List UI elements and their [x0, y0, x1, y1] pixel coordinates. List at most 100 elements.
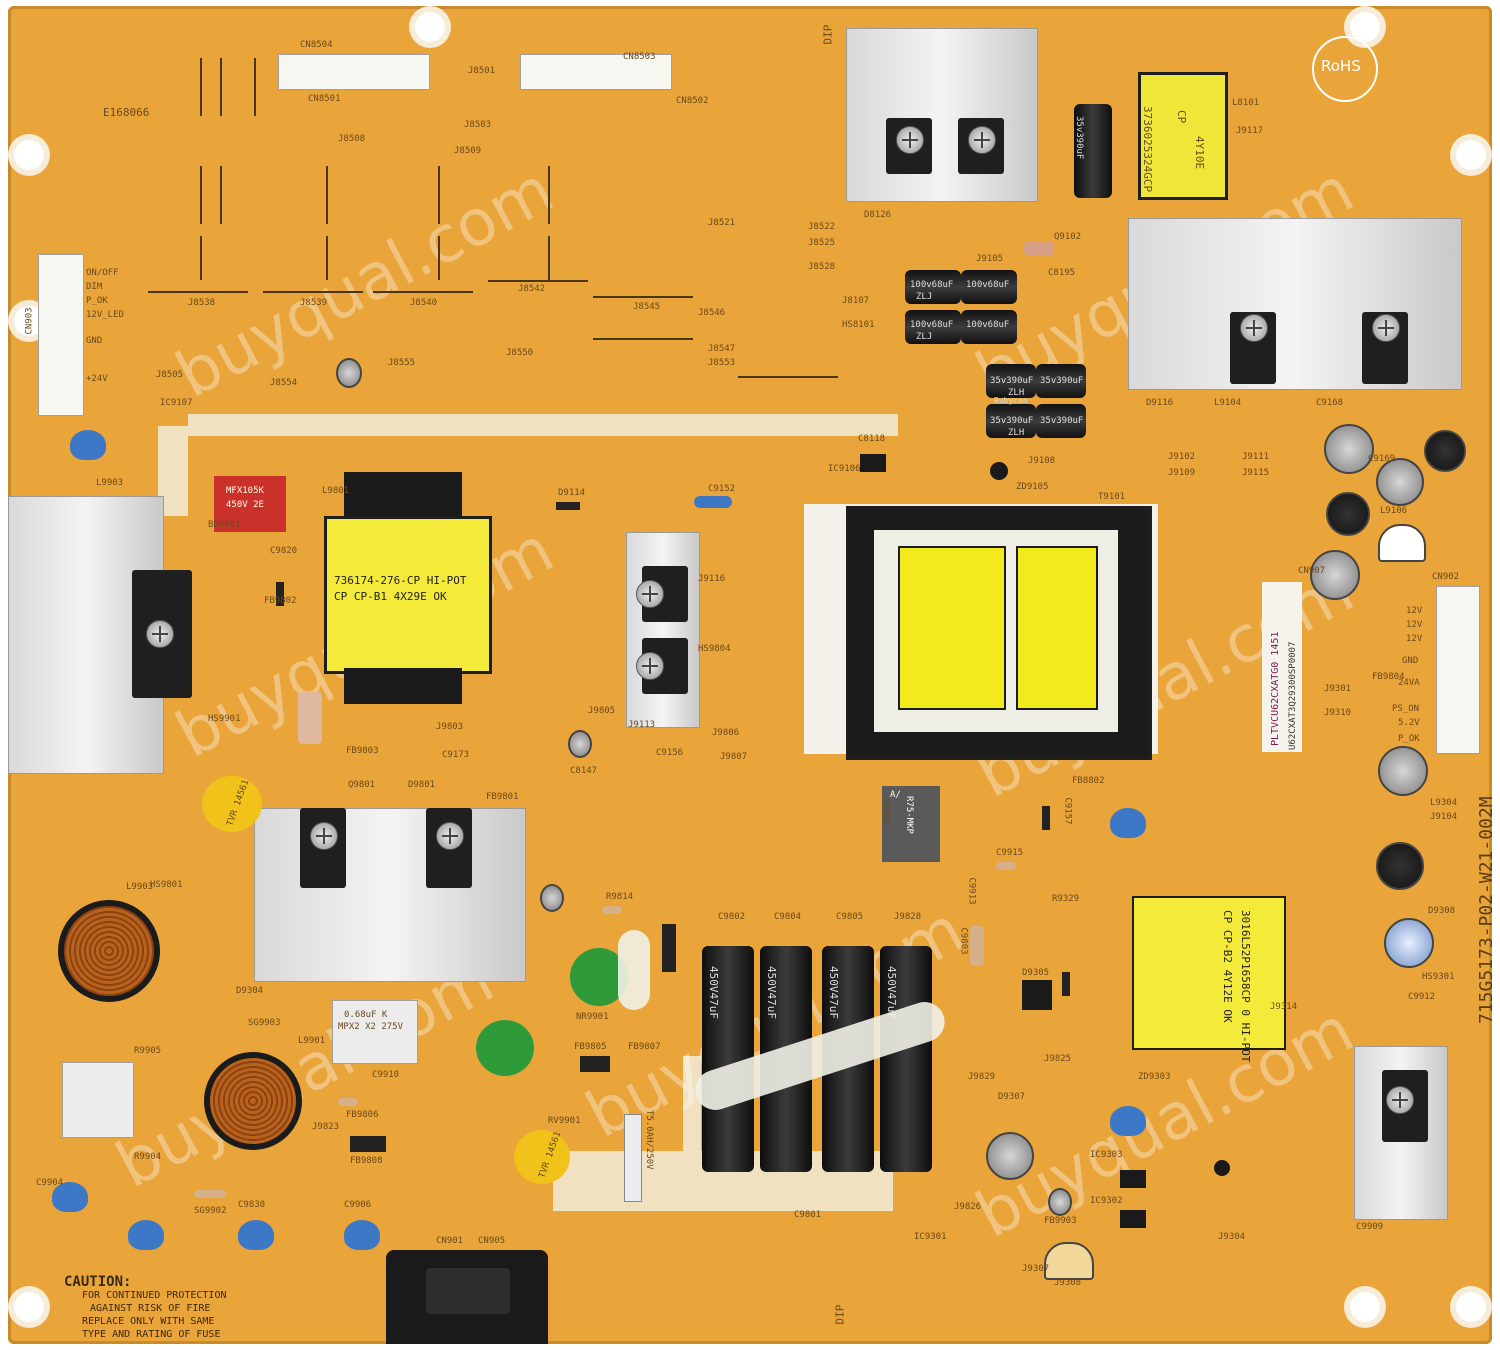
- xfmr-label: CP CP-B1 4X29E OK: [334, 590, 447, 603]
- jumper: [438, 236, 440, 280]
- ic: [1120, 1170, 1146, 1188]
- silk-label: SG9902: [194, 1206, 227, 1216]
- electrolytic-capacitor: [961, 310, 1017, 344]
- varistor: [514, 1130, 570, 1184]
- silk-label: J9115: [1242, 468, 1270, 478]
- silk-label: HS9801: [150, 880, 183, 890]
- rohs-text: RoHS: [1321, 57, 1361, 75]
- pin-label: 12V: [1406, 634, 1423, 644]
- jumper: [200, 166, 202, 224]
- caution-title: CAUTION:: [64, 1274, 132, 1290]
- x-capacitor: [332, 1000, 418, 1064]
- resistor: [996, 862, 1016, 870]
- silk-label: J9105: [976, 254, 1004, 264]
- connector-cn902: [1436, 586, 1480, 754]
- ic: [990, 462, 1008, 480]
- resistor: [194, 1190, 226, 1198]
- silk-label: IC9301: [914, 1232, 947, 1242]
- bulk-cap-label: 450V47uF: [765, 966, 778, 1019]
- silk-label: ZD9105: [1016, 482, 1049, 492]
- mount-hole: [1456, 1292, 1486, 1322]
- diode: [350, 1136, 386, 1152]
- screw: [636, 580, 664, 608]
- x-capacitor: [62, 1062, 134, 1138]
- silk-label: ZD9303: [1138, 1072, 1171, 1082]
- silk-label: J8553: [708, 358, 736, 368]
- silk-label: C9156: [656, 748, 684, 758]
- jumper: [548, 236, 550, 280]
- silk-label: C9820: [270, 546, 298, 556]
- jumper: [254, 58, 256, 116]
- screw: [1372, 314, 1400, 342]
- box-capacitor: [882, 786, 940, 862]
- silk-label: HS9804: [698, 644, 731, 654]
- silk-label: J9308: [1054, 1278, 1082, 1288]
- heatsink-q9801: [254, 808, 526, 982]
- cap-series: ZLH: [1008, 428, 1025, 438]
- silk-label: C9803: [958, 927, 969, 955]
- silk-label: J9807: [720, 752, 748, 762]
- pin-label: P_OK: [86, 296, 108, 306]
- resistor: [338, 1098, 358, 1106]
- mount-hole: [1350, 1292, 1380, 1322]
- cap-series: ZLJ: [916, 292, 933, 302]
- screw: [310, 822, 338, 850]
- silk-label: T9101: [1098, 492, 1126, 502]
- silk-label: J8538: [188, 298, 216, 308]
- jumper: [148, 291, 248, 293]
- silk-label: FB9801: [486, 792, 519, 802]
- capacitor: [1376, 842, 1424, 890]
- silk-label: D9308: [1428, 906, 1456, 916]
- capacitor: [1378, 524, 1426, 562]
- silk-label: Q9801: [348, 780, 376, 790]
- screw: [1240, 314, 1268, 342]
- transformer-left-top: [344, 472, 462, 516]
- diode: [1042, 806, 1050, 830]
- pcb-board: buyqual.com buyqual.com buyqual.com buyq…: [8, 6, 1492, 1344]
- silk-label: IC9107: [160, 398, 193, 408]
- jumper: [326, 166, 328, 224]
- silk-label: J9102: [1168, 452, 1196, 462]
- silk-label: J9304: [1218, 1232, 1246, 1242]
- silk-label: CN905: [478, 1236, 506, 1246]
- silk-label: J9117: [1236, 126, 1264, 136]
- silk-label: IC9303: [1090, 1150, 1123, 1160]
- heatsink-top: [846, 28, 1038, 202]
- mount-hole: [14, 1292, 44, 1322]
- silk-label: FB9903: [1044, 1216, 1077, 1226]
- silk-label: C8118: [858, 434, 886, 444]
- silk-label: C9915: [996, 848, 1024, 858]
- silk-label: C9152: [708, 484, 736, 494]
- cap-label: 35v390uF: [1074, 116, 1084, 160]
- silk-label: J9104: [1430, 812, 1458, 822]
- silk-label: R9904: [134, 1152, 162, 1162]
- watermark: buyqual.com: [104, 943, 506, 1203]
- cap-label: 100v68uF: [966, 280, 1010, 290]
- y-capacitor: [1110, 808, 1146, 838]
- xfmr-label: CP CP-B2 4Y12E OK: [1221, 910, 1234, 1023]
- heatsink-mid: [626, 532, 700, 728]
- pin-label: +24V: [86, 374, 108, 384]
- diode: [580, 1056, 610, 1072]
- resistor: [602, 906, 622, 914]
- ic: [1214, 1160, 1230, 1176]
- film-capacitor: [214, 476, 286, 532]
- silk-label: C9173: [442, 750, 470, 760]
- glue: [618, 930, 650, 1010]
- screw: [968, 126, 996, 154]
- capacitor: [568, 730, 592, 758]
- box-cap-label: R75-MKP: [904, 796, 914, 834]
- silk-label: J8546: [698, 308, 726, 318]
- silk-label: L9903: [96, 478, 124, 488]
- screw: [146, 620, 174, 648]
- watermark: buyqual.com: [164, 153, 566, 413]
- silk-label: J9113: [628, 720, 656, 730]
- silk-label: FB9804: [1372, 672, 1405, 682]
- jumper: [200, 236, 202, 280]
- bulk-cap-label: 450V47uF: [827, 966, 840, 1019]
- caution-line: TYPE AND RATING OF FUSE: [82, 1329, 221, 1340]
- silk-label: SG9903: [248, 1018, 281, 1028]
- silk-label: D9305: [1022, 968, 1050, 978]
- capacitor: [694, 496, 732, 508]
- dip-label: DIP: [833, 1304, 847, 1325]
